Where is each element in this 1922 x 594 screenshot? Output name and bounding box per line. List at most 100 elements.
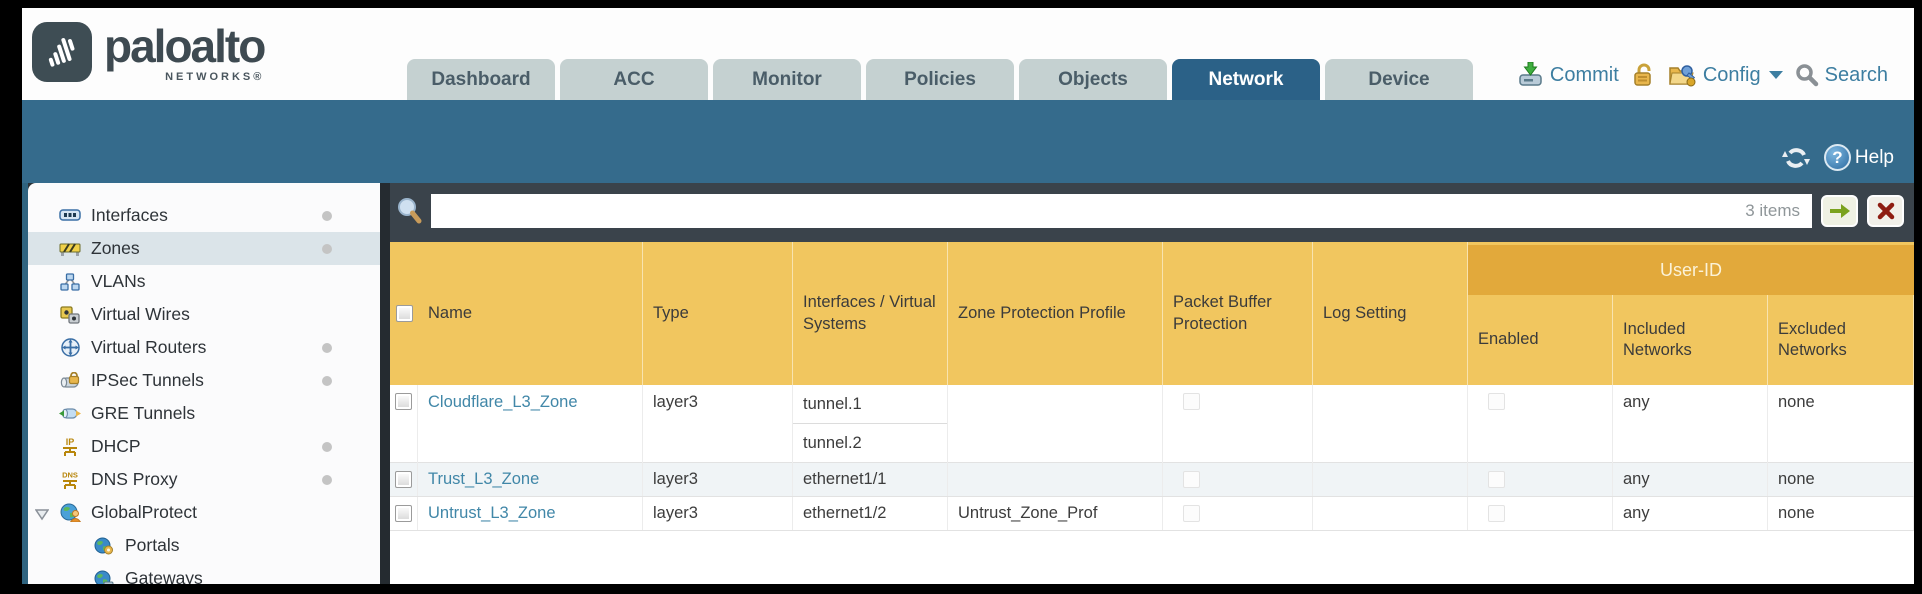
row-select-cell	[390, 497, 418, 530]
tab-acc[interactable]: ACC	[560, 59, 708, 100]
zone-name-link[interactable]: Trust_L3_Zone	[428, 470, 540, 488]
sidebar-item-dns-proxy[interactable]: DNS DNS Proxy	[28, 463, 380, 496]
help-icon: ?	[1823, 144, 1851, 171]
sidebar-item-label: GRE Tunnels	[91, 403, 196, 423]
row-select-cell	[390, 385, 418, 463]
filter-input[interactable]	[431, 193, 1812, 228]
tab-dashboard[interactable]: Dashboard	[407, 59, 555, 100]
tab-network[interactable]: Network	[1172, 59, 1320, 100]
packet-buffer-protection-checkbox[interactable]	[1183, 393, 1200, 410]
sidebar-item-label: Virtual Routers	[91, 337, 207, 357]
log-setting-cell	[1313, 463, 1468, 496]
col-header-interfaces[interactable]: Interfaces / Virtual Systems	[793, 242, 948, 385]
zones-icon	[58, 239, 82, 259]
sidebar-item-label: Zones	[91, 238, 140, 258]
refresh-icon[interactable]	[1781, 145, 1810, 171]
excluded-networks-cell: none	[1768, 463, 1914, 496]
select-all-checkbox[interactable]	[395, 305, 413, 322]
col-header-type[interactable]: Type	[643, 242, 793, 385]
zone-protection-profile-cell: Untrust_Zone_Prof	[948, 497, 1163, 530]
sidebar-item-virtual-wires[interactable]: Virtual Wires	[28, 298, 380, 331]
sidebar-item-gateways[interactable]: Gateways	[28, 562, 380, 584]
status-dot	[322, 442, 332, 452]
virtual-routers-icon	[58, 338, 82, 358]
status-dot	[322, 475, 332, 485]
col-header-name[interactable]: Name	[418, 242, 643, 385]
sidebar-item-virtual-routers[interactable]: Virtual Routers	[28, 331, 380, 364]
close-icon	[1877, 202, 1894, 219]
help-button[interactable]: ? Help	[1823, 144, 1894, 171]
packet-buffer-protection-checkbox[interactable]	[1183, 471, 1200, 488]
config-label: Config	[1702, 63, 1761, 86]
filter-search-icon	[398, 197, 422, 223]
items-count: 3 items	[1745, 200, 1800, 220]
commit-button[interactable]: Commit	[1517, 62, 1619, 88]
lock-icon[interactable]	[1631, 62, 1656, 88]
search-button[interactable]: Search	[1795, 63, 1888, 87]
gateways-icon	[92, 569, 116, 584]
config-menu-button[interactable]: Config	[1668, 62, 1783, 88]
logo-bars-icon	[48, 37, 75, 67]
globalprotect-icon	[58, 503, 82, 523]
tab-monitor[interactable]: Monitor	[713, 59, 861, 100]
row-select-cell	[390, 463, 418, 496]
zone-interfaces-cell: tunnel.1 tunnel.2	[793, 385, 948, 463]
collapse-triangle-icon[interactable]	[34, 505, 50, 526]
user-id-enabled-checkbox[interactable]	[1488, 393, 1505, 410]
status-dot	[322, 244, 332, 254]
header-actions: Commit Config	[1517, 62, 1888, 88]
col-header-enabled[interactable]: Enabled	[1468, 295, 1613, 385]
search-label: Search	[1824, 63, 1888, 86]
user-id-enabled-cell	[1468, 497, 1613, 530]
tab-objects[interactable]: Objects	[1019, 59, 1167, 100]
user-id-enabled-checkbox[interactable]	[1488, 471, 1505, 488]
sidebar-item-globalprotect[interactable]: GlobalProtect	[28, 496, 380, 529]
col-header-packet-buffer-protection[interactable]: Packet Buffer Protection	[1163, 242, 1313, 385]
gre-tunnels-icon	[58, 404, 82, 424]
paloalto-logo: paloalto NETWORKS®	[32, 22, 266, 84]
included-networks-cell: any	[1613, 385, 1768, 463]
row-checkbox[interactable]	[395, 471, 412, 488]
sidebar-item-label: Gateways	[125, 568, 203, 584]
table-row: Untrust_L3_Zone layer3 ethernet1/2 Untru…	[390, 497, 1914, 531]
included-networks-cell: any	[1613, 497, 1768, 530]
top-bar: paloalto NETWORKS® Dashboard ACC Monitor…	[22, 8, 1914, 100]
zone-protection-profile-cell	[948, 385, 1163, 463]
col-header-excluded-networks[interactable]: Excluded Networks	[1768, 295, 1914, 385]
sidebar-item-dhcp[interactable]: IP DHCP	[28, 430, 380, 463]
sidebar-item-zones[interactable]: Zones	[28, 232, 380, 265]
zones-table-header: Name Type Interfaces / Virtual Systems Z…	[390, 242, 1914, 385]
sidebar-item-ipsec-tunnels[interactable]: IPSec Tunnels	[28, 364, 380, 397]
col-header-zone-protection-profile[interactable]: Zone Protection Profile	[948, 242, 1163, 385]
paloalto-logo-text: paloalto NETWORKS®	[104, 22, 266, 84]
packet-buffer-protection-checkbox[interactable]	[1183, 505, 1200, 522]
row-checkbox[interactable]	[395, 505, 412, 522]
zone-name-link[interactable]: Cloudflare_L3_Zone	[428, 393, 578, 411]
sidebar-item-portals[interactable]: Portals	[28, 529, 380, 562]
zone-name-link[interactable]: Untrust_L3_Zone	[428, 504, 556, 522]
user-id-enabled-checkbox[interactable]	[1488, 505, 1505, 522]
sidebar-item-interfaces[interactable]: Interfaces	[28, 199, 380, 232]
paloalto-logo-icon	[32, 22, 92, 82]
clear-filter-button[interactable]	[1867, 194, 1904, 227]
sidebar-item-vlans[interactable]: VLANs	[28, 265, 380, 298]
sidebar-content-divider	[380, 183, 390, 584]
included-networks-cell: any	[1613, 463, 1768, 496]
zone-type-cell: layer3	[643, 497, 793, 530]
tab-device[interactable]: Device	[1325, 59, 1473, 100]
col-header-included-networks[interactable]: Included Networks	[1613, 295, 1768, 385]
apply-filter-button[interactable]	[1821, 194, 1858, 227]
zone-interfaces-cell: ethernet1/2	[793, 497, 948, 530]
dns-proxy-icon: DNS	[58, 470, 82, 490]
ipsec-tunnels-icon	[58, 371, 82, 391]
tab-policies[interactable]: Policies	[866, 59, 1014, 100]
packet-buffer-protection-cell	[1163, 463, 1313, 496]
status-dot	[322, 343, 332, 353]
col-header-log-setting[interactable]: Log Setting	[1313, 242, 1468, 385]
panos-window: paloalto NETWORKS® Dashboard ACC Monitor…	[22, 8, 1914, 584]
band-tools: ? Help	[1781, 144, 1894, 171]
sidebar-item-gre-tunnels[interactable]: GRE Tunnels	[28, 397, 380, 430]
row-checkbox[interactable]	[395, 393, 412, 410]
table-row: Cloudflare_L3_Zone layer3 tunnel.1 tunne…	[390, 385, 1914, 463]
